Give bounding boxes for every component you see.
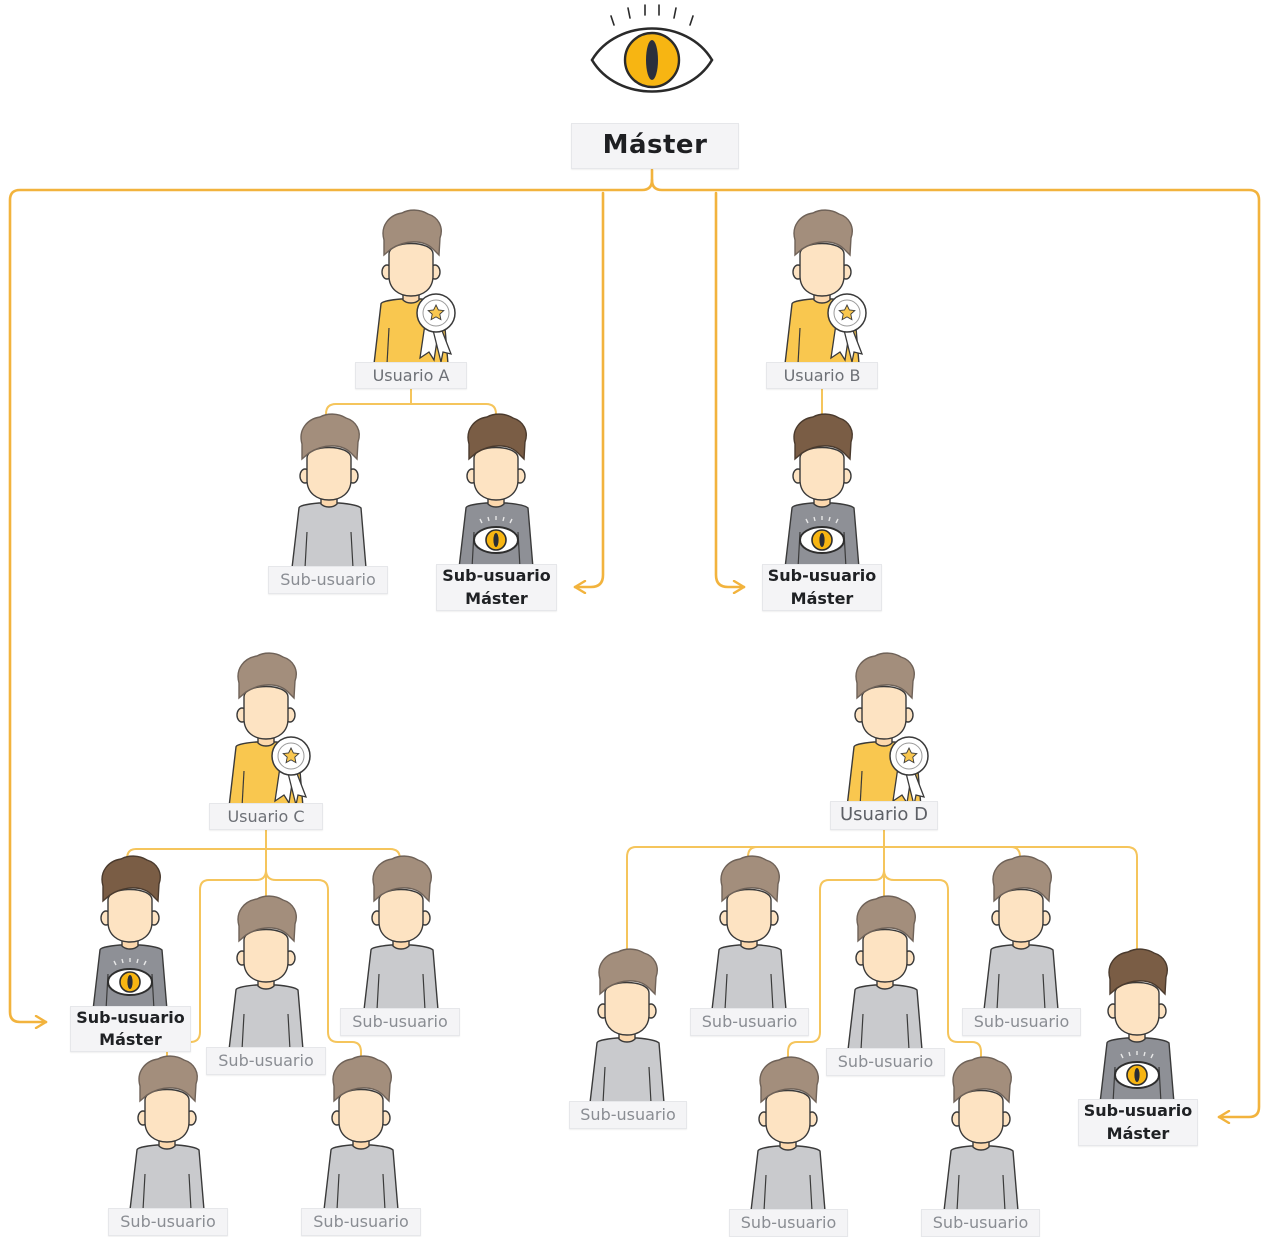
sub-master-label: Sub-usuario Máster: [436, 564, 557, 611]
sub-user-label: Sub-usuario: [962, 1008, 1081, 1036]
sub-user-avatar: [944, 1057, 1018, 1211]
sub-master-label-line2: Máster: [465, 588, 528, 608]
sub-master-label: Sub-usuario Máster: [70, 1006, 191, 1052]
sub-master-label-line1: Sub-usuario: [442, 566, 551, 586]
sub-master-label-line1: Sub-usuario: [1083, 1101, 1193, 1121]
sub-master-label-line2: Máster: [790, 588, 854, 608]
sub-user-label: Sub-usuario: [826, 1048, 945, 1076]
user-d-avatar: [847, 653, 928, 807]
sub-master-avatar: [785, 414, 859, 568]
sub-user-avatar: [848, 896, 922, 1050]
sub-master-label: Sub-usuario Máster: [762, 564, 882, 611]
sub-user-avatar: [751, 1057, 825, 1211]
eye-icon: [590, 4, 714, 93]
sub-user-label: Sub-usuario: [206, 1047, 326, 1075]
sub-user-avatar: [324, 1056, 398, 1210]
sub-master-label-line1: Sub-usuario: [76, 1007, 185, 1027]
sub-user-label: Sub-usuario: [108, 1208, 228, 1236]
sub-user-label: Sub-usuario: [301, 1208, 421, 1236]
user-b-avatar: [785, 210, 866, 364]
sub-user-label: Sub-usuario: [340, 1008, 460, 1036]
sub-master-avatar: [459, 414, 533, 568]
sub-master-avatar: [1100, 949, 1174, 1103]
sub-master-label-line2: Máster: [1106, 1123, 1170, 1143]
sub-master-label-line2: Máster: [99, 1030, 162, 1049]
sub-user-avatar: [229, 896, 303, 1050]
user-a-label: Usuario A: [355, 362, 467, 389]
user-b-label: Usuario B: [766, 362, 878, 389]
sub-user-label: Sub-usuario: [690, 1008, 809, 1036]
user-a-avatar: [374, 210, 455, 364]
user-c-avatar: [229, 653, 310, 807]
master-label: Máster: [571, 123, 739, 169]
sub-user-avatar: [712, 856, 786, 1010]
sub-user-label: Sub-usuario: [729, 1209, 848, 1237]
master-connectors: [8, 168, 1261, 1117]
sub-user-avatar: [364, 856, 438, 1010]
sub-user-label: Sub-usuario: [268, 566, 388, 594]
sub-master-label-line1: Sub-usuario: [767, 566, 877, 586]
sub-user-label: Sub-usuario: [921, 1209, 1040, 1237]
group-connectors: [127, 387, 1143, 1078]
user-c-label: Usuario C: [209, 803, 323, 830]
sub-master-label: Sub-usuario Máster: [1078, 1099, 1198, 1146]
sub-master-avatar: [93, 856, 167, 1010]
sub-user-avatar: [292, 414, 366, 568]
sub-user-avatar: [984, 856, 1058, 1010]
sub-user-avatar: [590, 949, 664, 1103]
user-d-label: Usuario D: [830, 801, 938, 830]
sub-user-label: Sub-usuario: [569, 1101, 687, 1129]
sub-user-avatar: [130, 1056, 204, 1210]
